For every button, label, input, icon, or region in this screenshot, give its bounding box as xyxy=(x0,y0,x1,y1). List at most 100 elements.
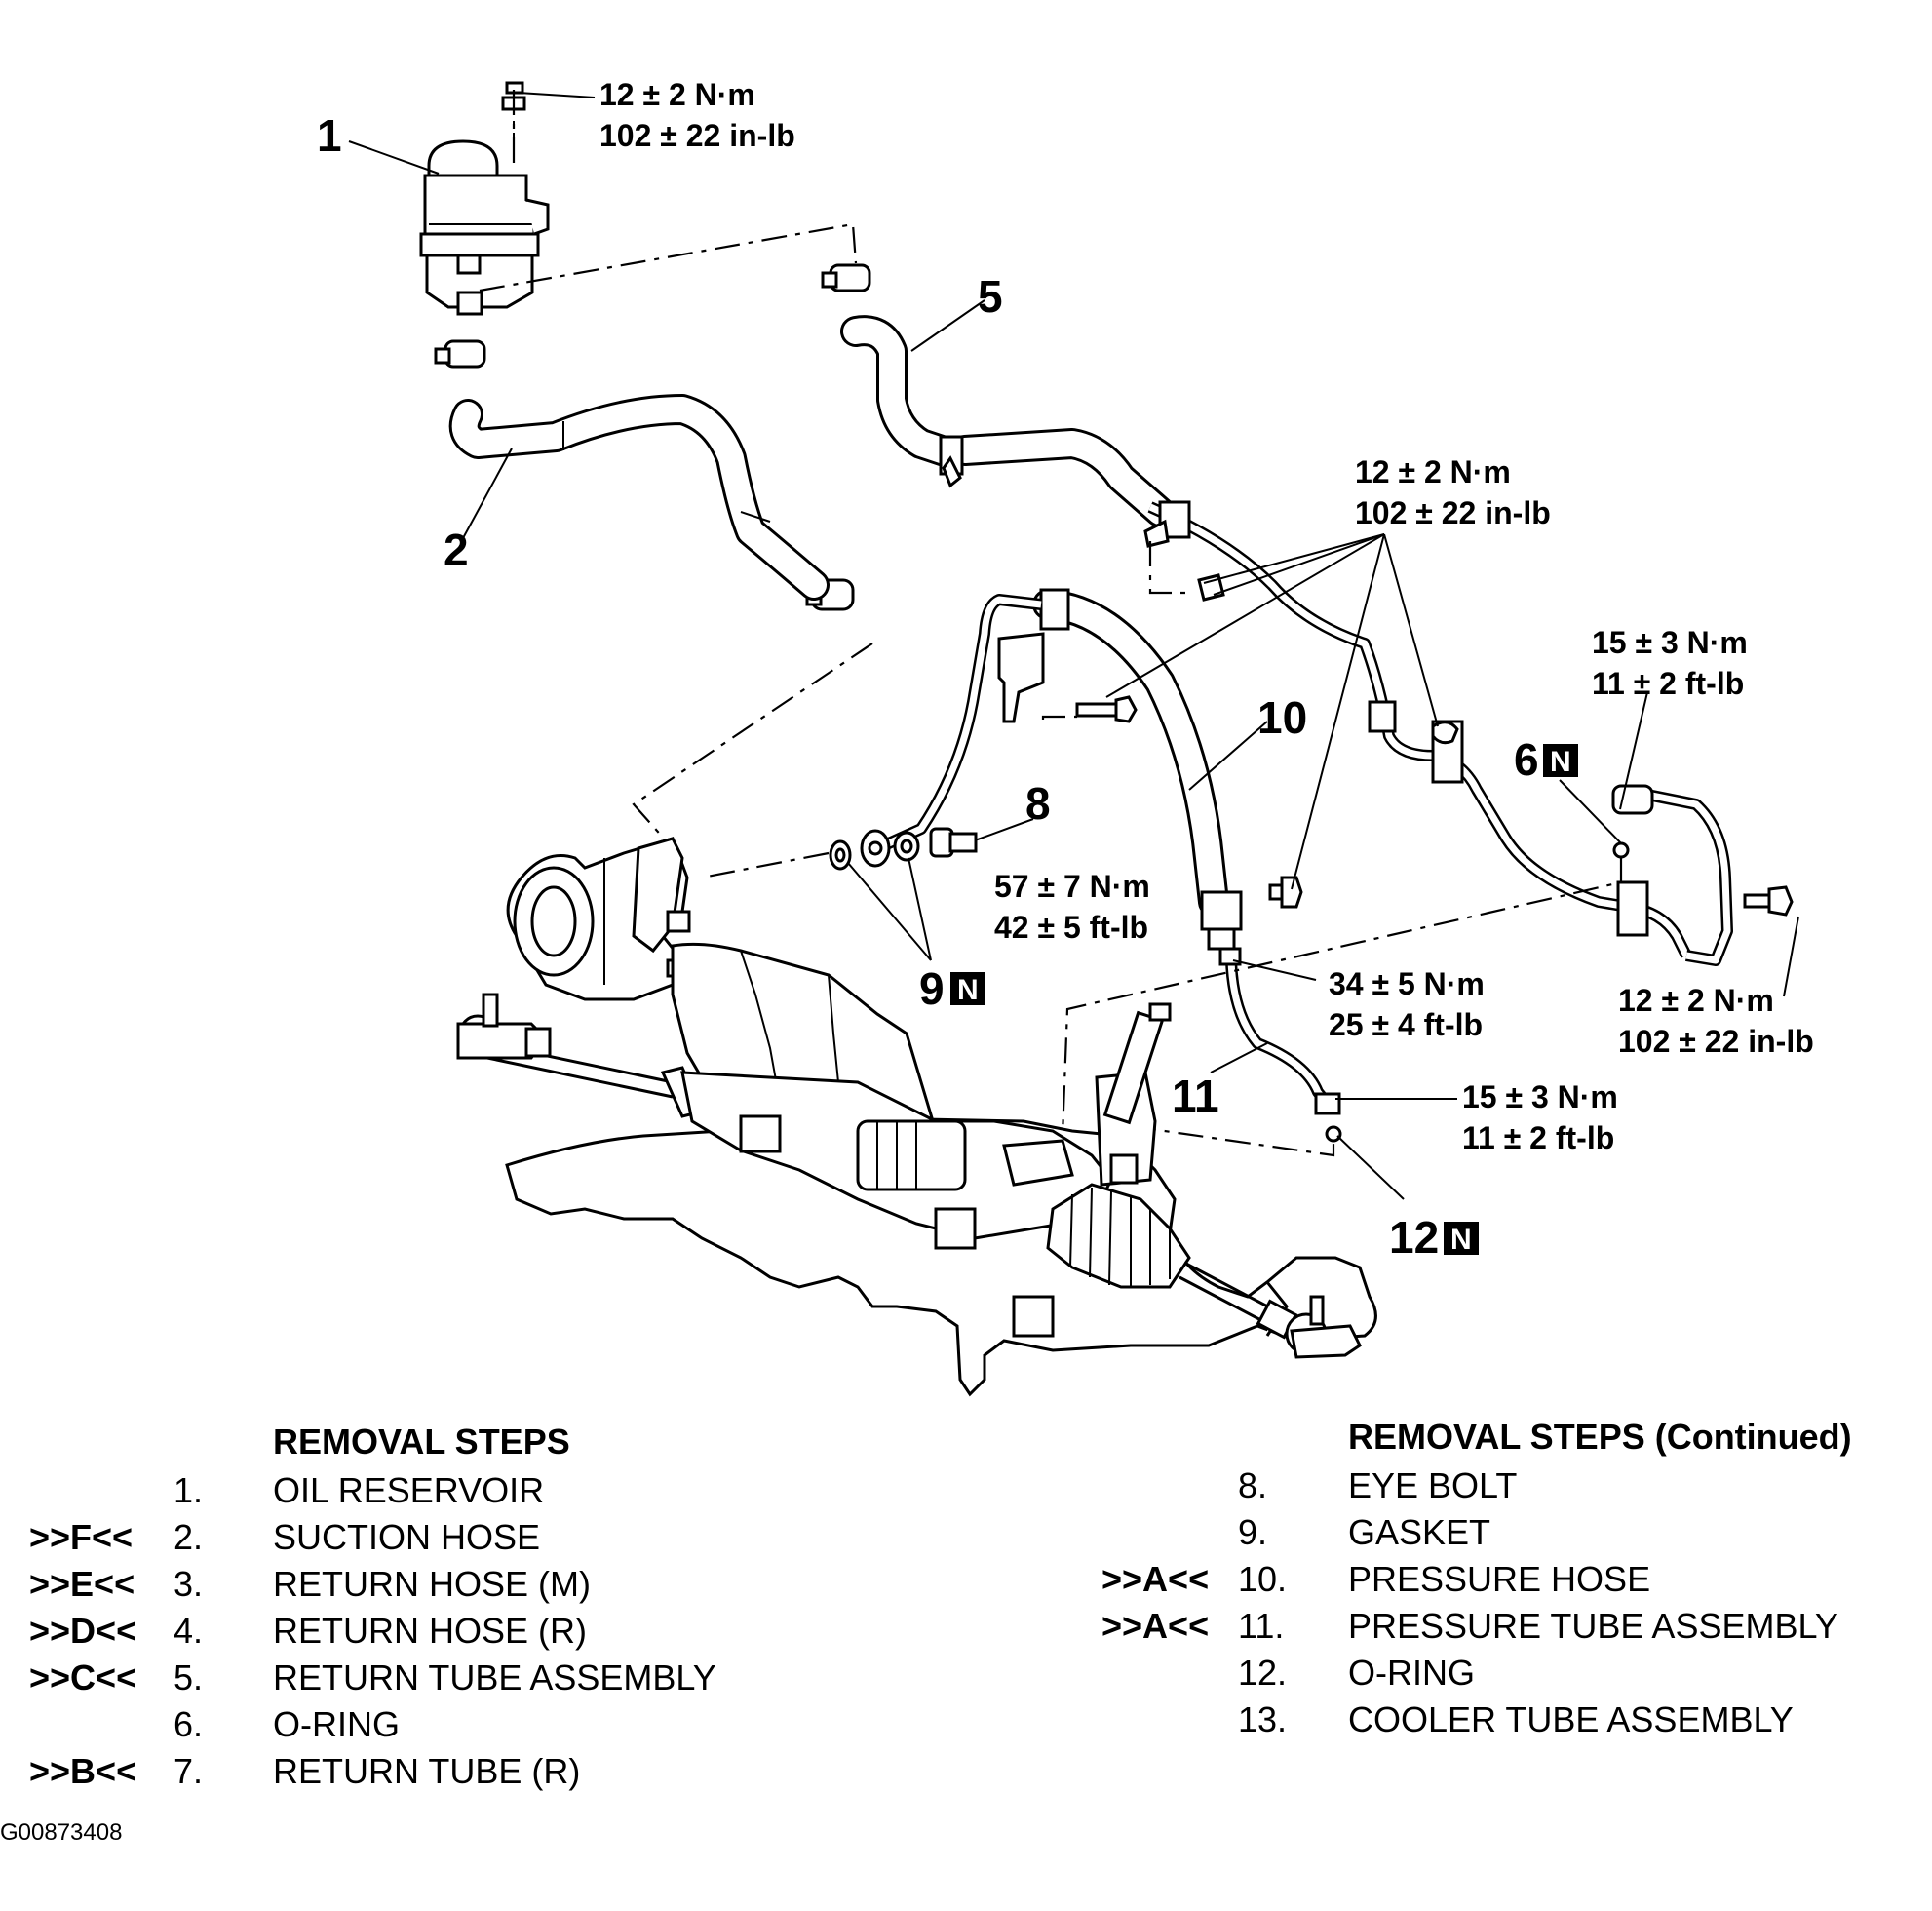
torque-return-fitting-nm: 15 ± 3 N·m xyxy=(1592,625,1748,660)
removal-steps-continued: REMOVAL STEPS (Continued) 8. EYE BOLT 9. GA… xyxy=(1101,1414,1911,1743)
gasket xyxy=(829,831,920,871)
new-part-badge xyxy=(1444,1222,1479,1255)
mounting-bolt xyxy=(1075,573,1794,916)
callout-labels: 1 2 5 8 9 N 10 11 6 N 12 N xyxy=(317,110,1578,1263)
step-number: 10. xyxy=(1238,1559,1288,1599)
step-number: 5. xyxy=(174,1658,204,1697)
torque-gear-fitting-nm: 15 ± 3 N·m xyxy=(1462,1079,1618,1114)
step-number: 6. xyxy=(174,1704,204,1744)
leader-lines xyxy=(348,92,1799,1200)
step-number: 8. xyxy=(1238,1465,1268,1505)
torque-gear-fitting-ftlb: 11 ± 2 ft-lb xyxy=(1462,1120,1614,1155)
list-item: >>F<< 2. SUCTION HOSE xyxy=(29,1514,829,1561)
torque-specs: 12 ± 2 N·m 102 ± 22 in-lb 12 ± 2 N·m 102… xyxy=(599,77,1814,1155)
oil-reservoir xyxy=(419,81,550,316)
list-item: 1. OIL RESERVOIR xyxy=(29,1467,829,1514)
callout-6: 6 xyxy=(1514,734,1539,785)
removal-steps-list: 1. OIL RESERVOIR >>F<< 2. SUCTION HOSE >>E<< 3… xyxy=(29,1467,829,1795)
eye-bolt xyxy=(929,827,978,858)
step-number: 3. xyxy=(174,1564,204,1604)
step-code: >>B<< xyxy=(29,1751,137,1791)
step-code: >>D<< xyxy=(29,1611,137,1651)
callout-8: 8 xyxy=(1025,778,1051,829)
removal-steps-title: REMOVAL STEPS xyxy=(273,1422,570,1462)
torque-bracket-nm: 12 ± 2 N·m xyxy=(1355,454,1511,489)
list-item: 12. O-RING xyxy=(1101,1650,1911,1696)
figure-id: G00873408 xyxy=(0,1819,123,1846)
exploded-view-diagram: 1 2 5 8 9 N 10 11 6 N 12 N 12 ± 2 N·m 10… xyxy=(317,77,1814,1397)
pressure-hose xyxy=(1032,588,1243,951)
step-code: >>C<< xyxy=(29,1658,137,1697)
torque-cooler-bolt-nm: 12 ± 2 N·m xyxy=(1618,983,1774,1018)
torque-cooler-bolt-inlb: 102 ± 22 in-lb xyxy=(1618,1024,1814,1059)
step-label: O-RING xyxy=(1348,1653,1475,1693)
hose-clamp xyxy=(434,263,871,611)
step-code: >>E<< xyxy=(29,1564,135,1604)
list-item: >>B<< 7. RETURN TUBE (R) xyxy=(29,1748,829,1795)
pressure-tube-assembly xyxy=(1218,947,1342,1143)
step-code: >>F<< xyxy=(29,1517,134,1557)
step-number: 13. xyxy=(1238,1699,1288,1739)
list-item: >>C<< 5. RETURN TUBE ASSEMBLY xyxy=(29,1655,829,1701)
callout-1: 1 xyxy=(317,110,342,161)
step-label: PRESSURE TUBE ASSEMBLY xyxy=(1348,1606,1838,1646)
new-part-letter: N xyxy=(1450,1224,1472,1256)
new-part-letter: N xyxy=(1550,746,1571,778)
step-number: 7. xyxy=(174,1751,204,1791)
new-part-badge xyxy=(950,972,985,1005)
step-number: 1. xyxy=(174,1470,204,1510)
torque-bracket-inlb: 102 ± 22 in-lb xyxy=(1355,495,1551,530)
list-item: 9. GASKET xyxy=(1101,1509,1911,1556)
torque-eye-bolt-ftlb: 42 ± 5 ft-lb xyxy=(994,910,1148,945)
step-number: 4. xyxy=(174,1611,204,1651)
removal-steps: REMOVAL STEPS 1. OIL RESERVOIR >>F<< 2. SUCT… xyxy=(29,1419,829,1795)
return-hose xyxy=(840,315,1176,527)
list-item: 8. EYE BOLT xyxy=(1101,1462,1911,1509)
list-item: >>E<< 3. RETURN HOSE (M) xyxy=(29,1561,829,1608)
step-number: 12. xyxy=(1238,1653,1288,1693)
steering-gear-box xyxy=(456,993,1172,1250)
torque-reservoir-nm: 12 ± 2 N·m xyxy=(599,77,755,112)
callout-12: 12 xyxy=(1389,1212,1439,1263)
step-number: 9. xyxy=(1238,1512,1268,1552)
list-item: 13. COOLER TUBE ASSEMBLY xyxy=(1101,1696,1911,1743)
new-part-letter: N xyxy=(957,974,979,1006)
step-code: >>A<< xyxy=(1101,1606,1210,1646)
step-number: 11. xyxy=(1238,1606,1285,1646)
callout-11: 11 xyxy=(1172,1071,1219,1121)
list-item: >>A<< 11. PRESSURE TUBE ASSEMBLY xyxy=(1101,1603,1911,1650)
step-label: PRESSURE HOSE xyxy=(1348,1559,1651,1599)
torque-flare-nut-nm: 34 ± 5 N·m xyxy=(1329,966,1485,1001)
torque-reservoir-inlb: 102 ± 22 in-lb xyxy=(599,118,795,153)
callout-9: 9 xyxy=(919,963,945,1014)
step-label: GASKET xyxy=(1348,1512,1491,1552)
step-label: RETURN HOSE (R) xyxy=(273,1611,587,1651)
step-label: SUCTION HOSE xyxy=(273,1517,541,1557)
step-label: O-RING xyxy=(273,1704,400,1744)
removal-steps-continued-title: REMOVAL STEPS (Continued) xyxy=(1348,1417,1852,1457)
step-code: >>A<< xyxy=(1101,1559,1210,1599)
new-part-badge xyxy=(1543,744,1578,777)
suction-hose xyxy=(448,394,830,601)
pressure-line-to-pump xyxy=(860,594,1045,868)
step-label: RETURN HOSE (M) xyxy=(273,1564,591,1604)
step-label: COOLER TUBE ASSEMBLY xyxy=(1348,1699,1794,1739)
step-number: 2. xyxy=(174,1517,204,1557)
step-label: RETURN TUBE (R) xyxy=(273,1751,581,1791)
list-item: >>A<< 10. PRESSURE HOSE xyxy=(1101,1556,1911,1603)
torque-eye-bolt-nm: 57 ± 7 N·m xyxy=(994,869,1150,904)
step-label: EYE BOLT xyxy=(1348,1465,1518,1505)
connection-lines xyxy=(479,90,1623,1157)
list-item: >>D<< 4. RETURN HOSE (R) xyxy=(29,1608,829,1655)
o-ring xyxy=(1612,841,1630,859)
callout-10: 10 xyxy=(1257,692,1307,743)
torque-flare-nut-ftlb: 25 ± 4 ft-lb xyxy=(1329,1007,1483,1042)
step-label: RETURN TUBE ASSEMBLY xyxy=(273,1658,716,1697)
power-steering-pump xyxy=(506,837,691,1001)
step-label: OIL RESERVOIR xyxy=(273,1470,545,1510)
callout-5: 5 xyxy=(978,271,1003,322)
rack-boot xyxy=(1046,1183,1362,1359)
torque-return-fitting-ftlb: 11 ± 2 ft-lb xyxy=(1592,666,1744,701)
callout-2: 2 xyxy=(444,525,469,575)
